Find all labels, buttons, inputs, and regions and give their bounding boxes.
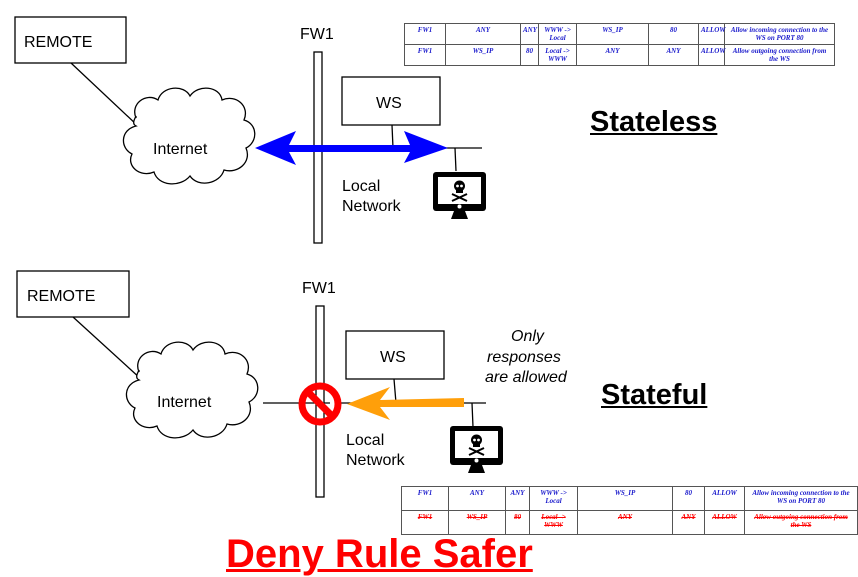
stateful-diagram: REMOTE Internet FW1 WS Local Network bbox=[16, 270, 568, 498]
internet-label: Internet bbox=[157, 394, 212, 411]
internet-label: Internet bbox=[153, 141, 208, 158]
rule-cell-action: ALLOW bbox=[698, 44, 726, 66]
rule-cell-source: ANY bbox=[445, 23, 521, 45]
block-icon bbox=[298, 382, 342, 426]
rule-cell-destination-port: 80 bbox=[648, 23, 699, 45]
rule-cell-direction: Local -> WWW bbox=[529, 510, 578, 535]
note-line2: responses bbox=[487, 349, 561, 366]
rule-cell-description: Allow outgoing connection from the WS bbox=[724, 44, 835, 66]
rule-cell-direction: Local -> WWW bbox=[538, 44, 577, 66]
web-server-node: WS bbox=[345, 330, 445, 380]
rule-cell-source: WS_IP bbox=[448, 510, 506, 535]
rule-cell-destination: ANY bbox=[577, 510, 673, 535]
rule-cell-source-port: ANY bbox=[520, 23, 539, 45]
server-drop-line bbox=[393, 378, 397, 404]
local-network-label-line2: Network bbox=[346, 452, 406, 469]
compromised-host-icon bbox=[450, 426, 503, 473]
rule-cell-description: Allow outgoing connection from the WS bbox=[744, 510, 858, 535]
rule-cell-source-port: ANY bbox=[505, 486, 530, 511]
rule-cell-description: Allow incoming connection to the WS on P… bbox=[724, 23, 835, 45]
local-network-label-line1: Local bbox=[346, 432, 384, 449]
stateful-title: Stateful bbox=[601, 379, 708, 411]
client-drop-line bbox=[471, 402, 474, 428]
rule-cell-action: ALLOW bbox=[698, 23, 726, 45]
remote-label: REMOTE bbox=[24, 34, 92, 51]
rule-cell-action: ALLOW bbox=[704, 486, 745, 511]
remote-node: REMOTE bbox=[16, 270, 130, 318]
rule-cell-destination: ANY bbox=[576, 44, 649, 66]
rule-cell-source: WS_IP bbox=[445, 44, 521, 66]
rule-cell-firewall: FW1 bbox=[404, 23, 446, 45]
web-server-label: WS bbox=[380, 349, 406, 366]
rule-cell-direction: WWW -> Local bbox=[538, 23, 577, 45]
firewall-label: FW1 bbox=[302, 280, 336, 297]
rule-cell-firewall: FW1 bbox=[404, 44, 446, 66]
internet-cloud bbox=[125, 341, 259, 439]
note-line1: Only bbox=[511, 328, 545, 345]
rule-cell-description: Allow incoming connection to the WS on P… bbox=[744, 486, 858, 511]
remote-label: REMOTE bbox=[27, 288, 95, 305]
stateful-note: Only responses are allowed bbox=[485, 328, 568, 386]
rule-cell-direction: WWW -> Local bbox=[529, 486, 578, 511]
server-drop-line bbox=[391, 124, 394, 149]
rule-cell-destination-port: 80 bbox=[672, 486, 705, 511]
blocked-outbound-arrow bbox=[347, 387, 464, 420]
note-line3: are allowed bbox=[485, 369, 568, 386]
rule-cell-source-port: 80 bbox=[520, 44, 539, 66]
local-network-label-line1: Local bbox=[342, 178, 380, 195]
rule-cell-destination: WS_IP bbox=[577, 486, 673, 511]
rule-cell-firewall: FW1 bbox=[401, 510, 449, 535]
rule-cell-source: ANY bbox=[448, 486, 506, 511]
deny-rule-safer-title: Deny Rule Safer bbox=[226, 532, 533, 576]
rule-cell-destination-port: ANY bbox=[648, 44, 699, 66]
rule-cell-firewall: FW1 bbox=[401, 486, 449, 511]
rule-cell-action: ALLOW bbox=[704, 510, 745, 535]
stateless-title: Stateless bbox=[590, 106, 718, 138]
remote-internet-link bbox=[70, 62, 139, 127]
remote-node: REMOTE bbox=[14, 16, 127, 64]
rule-cell-destination: WS_IP bbox=[576, 23, 649, 45]
rule-cell-source-port: 80 bbox=[505, 510, 530, 535]
web-server-label: WS bbox=[376, 95, 402, 112]
compromised-host-icon bbox=[433, 172, 486, 219]
remote-internet-link bbox=[72, 316, 142, 380]
web-server-node: WS bbox=[341, 76, 441, 126]
internet-cloud bbox=[122, 87, 256, 185]
bidirectional-flow-arrow bbox=[255, 131, 448, 165]
firewall-label: FW1 bbox=[300, 26, 334, 43]
client-drop-line bbox=[454, 147, 457, 172]
stateless-diagram: REMOTE Internet FW1 WS Local Network bbox=[14, 16, 486, 244]
rule-cell-destination-port: ANY bbox=[672, 510, 705, 535]
local-network-label-line2: Network bbox=[342, 198, 402, 215]
